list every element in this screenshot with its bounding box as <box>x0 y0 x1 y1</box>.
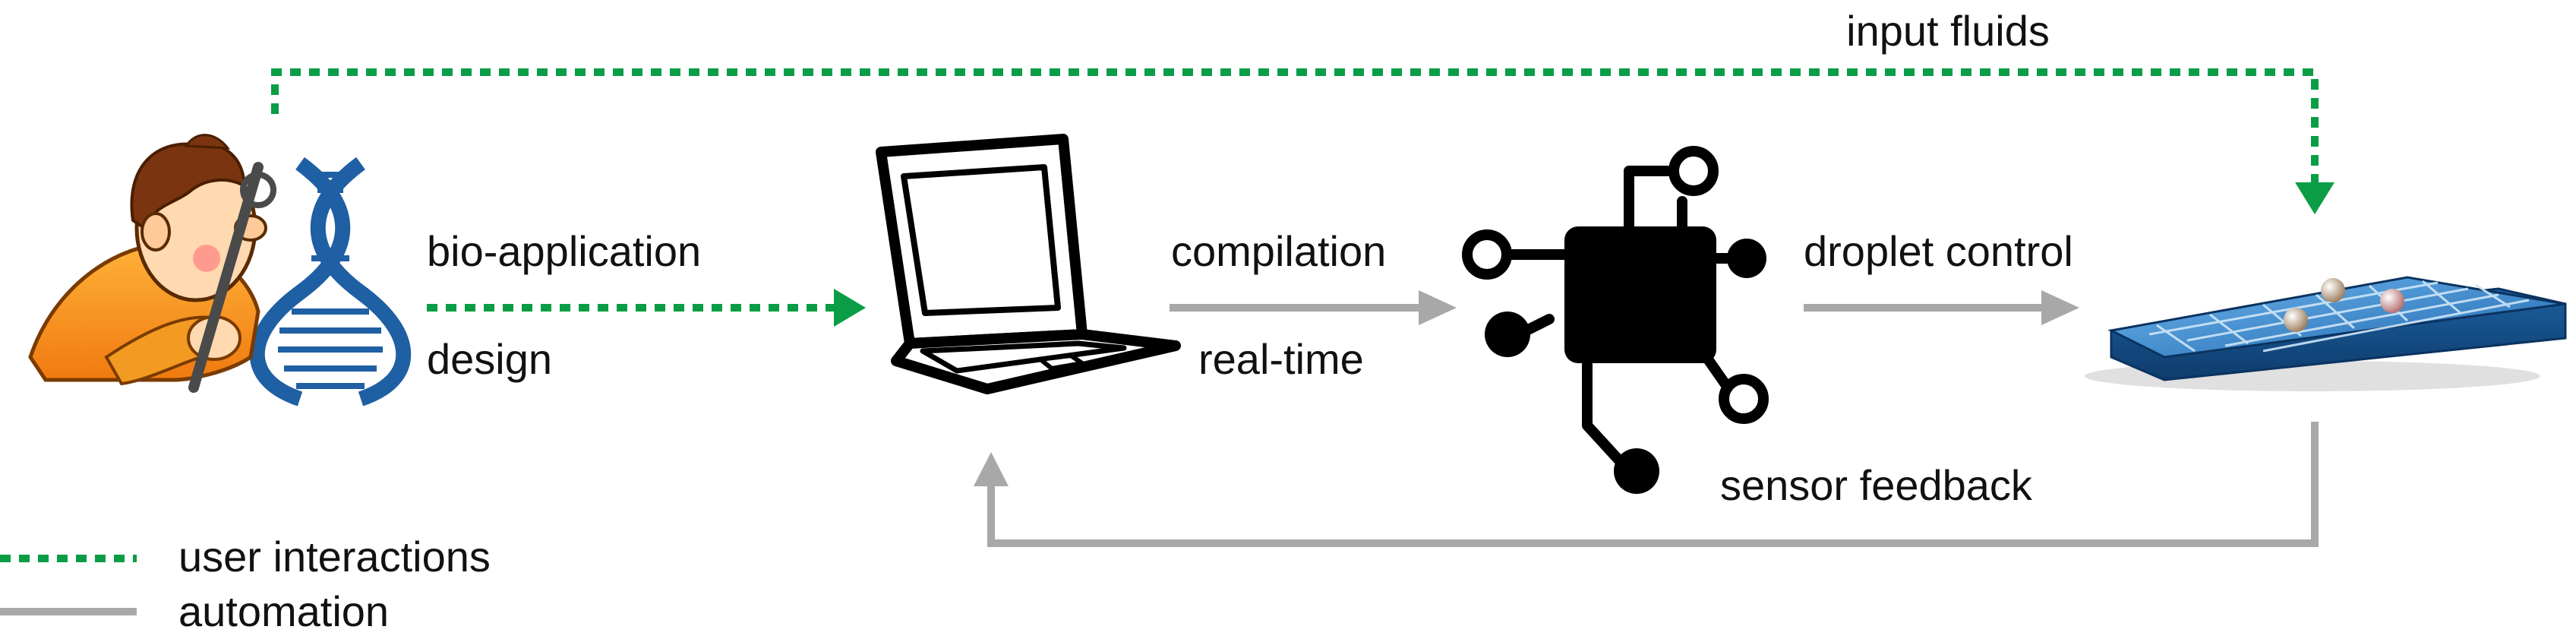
sensor-feedback-label: sensor feedback <box>1720 461 2033 509</box>
compilation-label: compilation <box>1171 227 1386 275</box>
scientist-with-dna-icon <box>28 134 412 406</box>
real-time-label: real-time <box>1198 335 1364 383</box>
legend: user interactions automation <box>0 533 491 635</box>
droplet-control-label: droplet control <box>1804 227 2073 275</box>
bio-application-arrow <box>427 289 866 327</box>
legend-user-interactions-label: user interactions <box>178 533 491 580</box>
legend-automation-label: automation <box>178 587 389 635</box>
compilation-arrow <box>1170 290 1457 325</box>
microfluidic-biochip-icon <box>2085 276 2567 391</box>
dna-helix-icon <box>249 157 412 406</box>
laptop-icon <box>876 134 1181 394</box>
input-fluids-arrow <box>271 68 2334 214</box>
input-fluids-label: input fluids <box>1846 7 2050 55</box>
microchip-icon <box>1462 146 1769 494</box>
bio-application-label: bio-application <box>427 227 701 275</box>
droplet-control-arrow <box>1804 290 2079 325</box>
design-label: design <box>427 335 552 383</box>
sensor-feedback-arrow <box>974 422 2319 547</box>
